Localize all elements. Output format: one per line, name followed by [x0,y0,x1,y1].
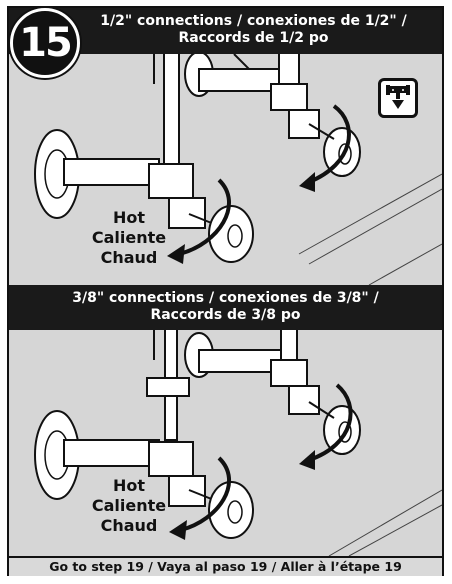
hot-label-2: Hot Caliente Chaud [91,476,167,535]
valve-illustration-half-inch [34,54,442,285]
hot-label-1: Hot Caliente Chaud [91,208,167,267]
footer-instruction: Go to step 19 / Vaya al paso 19 / Aller … [9,556,442,576]
valve-illustration-three-eighths [34,330,442,556]
section-header-three-eighths: 3/8" connections / conexiones de 3/8" / … [9,285,442,330]
section-header-half-inch: 1/2" connections / conexiones de 1/2" / … [9,8,442,54]
header-line-1: 3/8" connections / conexiones de 3/8" / [72,290,379,306]
water-shutoff-icon [378,78,418,118]
header-line-2: Raccords de 1/2 po [178,29,329,46]
step-number: 15 [19,20,73,66]
header-line-2: Raccords de 3/8 po [150,306,301,323]
illustration-panel-half-inch [9,54,442,285]
header-line-1: 1/2" connections / conexiones de 1/2" / [100,13,407,29]
illustration-panel-three-eighths [9,330,442,556]
step-number-badge: 15 [10,8,80,78]
